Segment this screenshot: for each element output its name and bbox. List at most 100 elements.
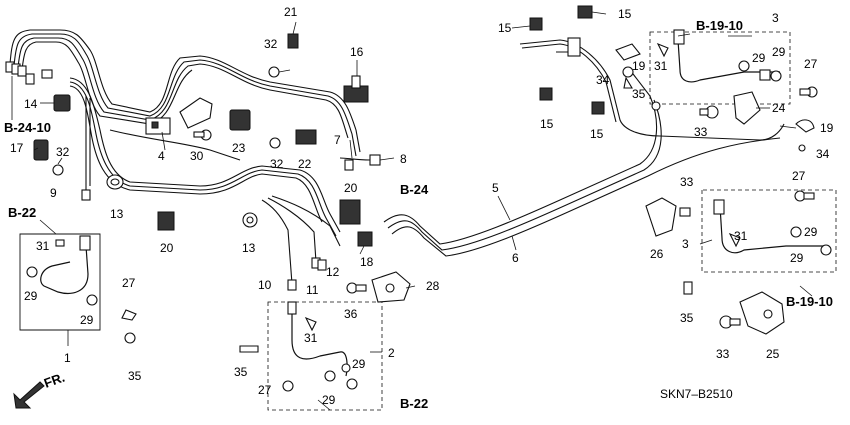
reference-label: B-22	[400, 396, 428, 411]
callout-7: 7	[334, 133, 341, 147]
hose-assembly-2	[239, 301, 383, 411]
callout-29: 29	[80, 313, 94, 327]
callout-14: 14	[24, 97, 38, 111]
leader-lines	[11, 11, 813, 411]
callout-29: 29	[24, 289, 38, 303]
clip-18	[357, 231, 373, 247]
callout-33: 33	[680, 175, 694, 189]
callout-31: 31	[36, 239, 50, 253]
clip-21	[287, 33, 299, 49]
bracket-16	[343, 75, 369, 103]
callout-36: 36	[344, 307, 358, 321]
reference-label: B-19-10	[696, 18, 743, 33]
hose-assembly-1	[19, 233, 137, 344]
callout-4: 4	[158, 149, 165, 163]
nut-20-center	[344, 159, 354, 171]
callout-19: 19	[820, 121, 834, 135]
callout-35: 35	[234, 365, 248, 379]
fitting-10	[287, 279, 297, 291]
callout-8: 8	[400, 152, 407, 166]
callout-20: 20	[160, 241, 174, 255]
bolt-27-top	[799, 86, 818, 98]
callout-24: 24	[772, 101, 786, 115]
bolt-32-mid	[269, 137, 281, 149]
callout-26: 26	[650, 247, 664, 261]
callout-3: 3	[682, 237, 689, 251]
callout-32: 32	[270, 157, 284, 171]
reference-label: B-19-10	[786, 294, 833, 309]
clamp-center	[339, 199, 361, 225]
callout-12: 12	[326, 265, 340, 279]
callout-31: 31	[734, 229, 748, 243]
callout-15: 15	[618, 7, 632, 21]
callout-33: 33	[694, 125, 708, 139]
callout-2: 2	[388, 346, 395, 360]
clips-15	[529, 5, 605, 115]
callout-22: 22	[298, 157, 312, 171]
bolt-30	[193, 129, 212, 141]
callout-27: 27	[804, 57, 818, 71]
callout-31: 31	[304, 331, 318, 345]
joint-28	[371, 271, 411, 303]
callout-9: 9	[50, 186, 57, 200]
reference-label: B-24-10	[4, 120, 51, 135]
clip-22	[295, 129, 317, 145]
callout-27: 27	[122, 276, 136, 290]
front-marker-label: FR.	[42, 370, 67, 391]
clamp-20-left	[157, 211, 175, 231]
bolt-33-bottom	[719, 315, 741, 329]
callout-32: 32	[264, 37, 278, 51]
callout-29: 29	[322, 393, 336, 407]
grommet-13-center	[242, 212, 258, 228]
callout-5: 5	[492, 181, 499, 195]
hose-assembly-3-top	[615, 29, 791, 111]
bracket-26	[645, 197, 691, 237]
callout-11: 11	[306, 283, 319, 297]
callout-28: 28	[426, 279, 440, 293]
callout-labels: 1 2 3 3 4 5 6 7 8 9 10 11 12 13 13 14 15…	[10, 5, 834, 407]
callout-19: 19	[632, 59, 646, 73]
bolt-33-top	[699, 105, 719, 119]
callout-20: 20	[344, 181, 358, 195]
callout-29: 29	[772, 45, 786, 59]
callout-3: 3	[772, 11, 779, 25]
callout-18: 18	[360, 255, 374, 269]
callout-35: 35	[128, 369, 142, 383]
reference-label: B-24	[400, 182, 429, 197]
clip-23	[229, 109, 251, 131]
bracket-24-center	[179, 97, 213, 129]
bolt-35-right	[683, 281, 693, 295]
bolt-27-right	[794, 190, 815, 202]
callout-16: 16	[350, 45, 364, 59]
callout-29: 29	[804, 225, 818, 239]
clip-17	[33, 139, 49, 161]
bolt-32-top	[268, 66, 291, 78]
grommet-13-left	[106, 174, 124, 190]
bracket-25	[739, 291, 785, 335]
callout-35: 35	[632, 87, 646, 101]
callout-6: 6	[512, 251, 519, 265]
callout-15: 15	[590, 127, 604, 141]
callout-30: 30	[190, 149, 204, 163]
callout-15: 15	[540, 117, 554, 131]
section-references: B-24-10 B-22 B-24 B-19-10 B-19-10 B-22	[4, 18, 833, 411]
reference-label: B-22	[8, 205, 36, 220]
clip-19-right	[795, 119, 815, 152]
callout-25: 25	[766, 347, 780, 361]
callout-31: 31	[654, 59, 668, 73]
callout-23: 23	[232, 141, 246, 155]
callout-29: 29	[752, 51, 766, 65]
callout-13: 13	[242, 241, 256, 255]
callout-17: 17	[10, 141, 24, 155]
callout-34: 34	[816, 147, 830, 161]
brake-pipe-bundle	[9, 29, 785, 285]
callout-10: 10	[258, 278, 272, 292]
callout-32: 32	[56, 145, 70, 159]
callout-21: 21	[284, 5, 298, 19]
bolt-36	[346, 282, 367, 294]
callout-34: 34	[596, 73, 610, 87]
bolt-32-left	[52, 157, 64, 176]
callout-29: 29	[790, 251, 804, 265]
